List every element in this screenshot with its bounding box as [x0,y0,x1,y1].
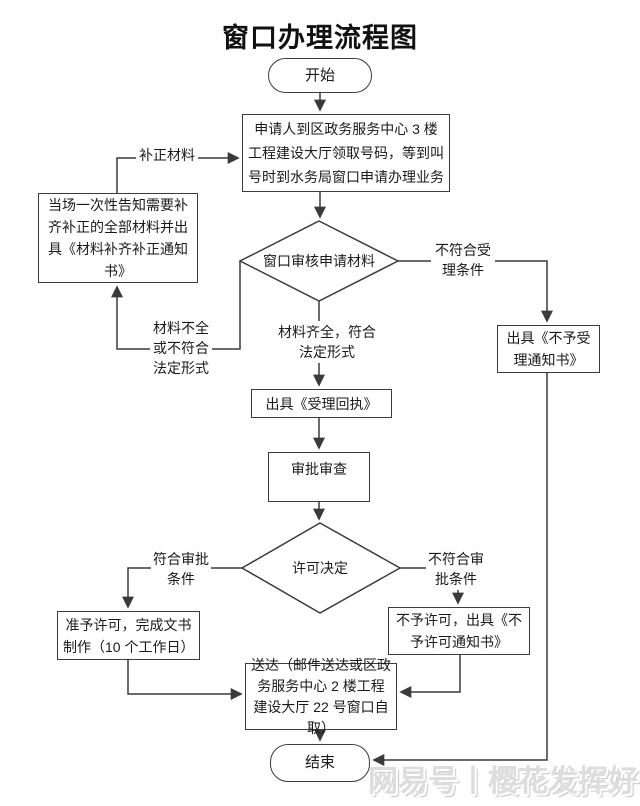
delivery-box: 送达（邮件送达或区政务服务中心 2 楼工程建设大厅 22 号窗口自取） [245,657,397,736]
edge-deny-to-delivery [399,655,461,698]
watermark-text: 网易号丨樱花发挥好 [368,765,638,798]
acceptance-receipt-box: 出具《受理回执》 [251,389,392,418]
decision-review-materials-label: 窗口审核申请材料 [263,253,375,269]
apply-at-window-box: 申请人到区政务服务中心 3 楼工程建设大厅领取号码，等到叫号时到水务局窗口申请办… [242,114,450,192]
decision-permit-label: 许可决定 [292,560,348,576]
supplement-notice-box: 当场一次性告知需要补齐补正的全部材料并出具《材料补齐补正通知书》 [38,193,198,283]
label-materials-complete: 材料齐全，符合法定形式 [276,321,378,363]
label-meets-approval: 符合审批条件 [151,548,211,590]
decision-review-materials-shape [238,220,400,302]
edge-reject-acceptance-to-end [372,373,548,766]
label-supplement-materials: 补正材料 [136,144,198,166]
end-node: 结束 [270,744,370,782]
edge-grant-to-delivery [127,660,243,700]
label-not-acceptable: 不符合受理条件 [431,239,495,281]
grant-permit-box: 准予许可，完成文书制作（10 个工作日） [57,611,200,660]
decision-permit-shape [240,522,402,614]
label-materials-incomplete: 材料不全或不符合法定形式 [150,317,212,379]
start-node: 开始 [268,58,372,93]
deny-permit-box: 不予许可，出具《不予许可通知书》 [388,607,530,655]
reject-acceptance-box: 出具《不予受理通知书》 [497,325,600,373]
approval-review-box: 审批审查 [268,452,370,502]
label-not-meets-approval: 不符合审批条件 [426,548,486,590]
page-title: 窗口办理流程图 [222,23,418,53]
